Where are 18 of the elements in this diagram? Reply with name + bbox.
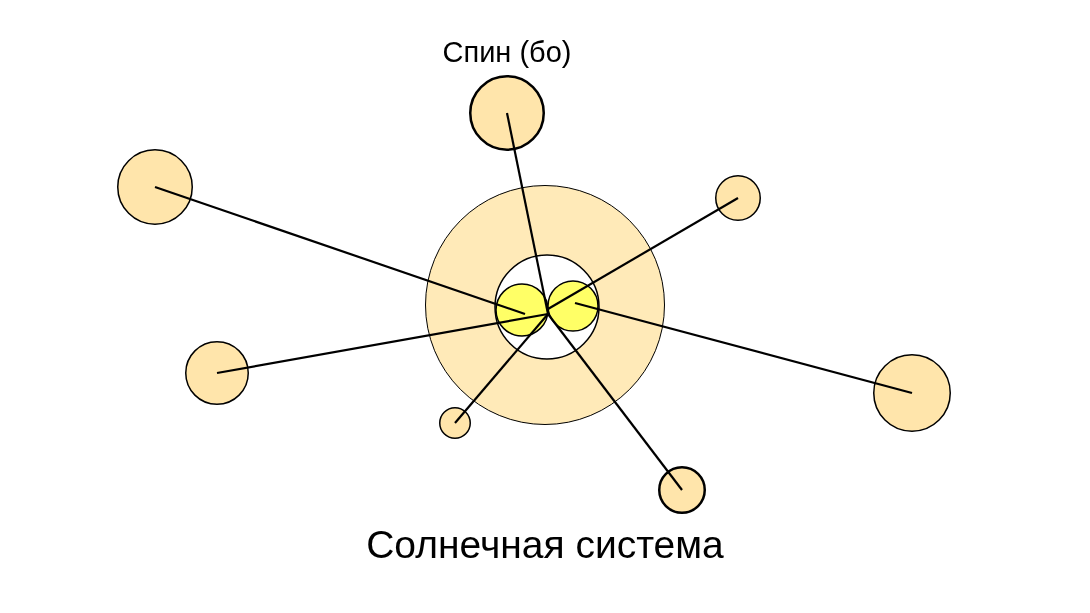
planet-circle [439,407,471,439]
connector-line [154,185,526,316]
connector-line [505,112,550,315]
planet-circle [117,149,193,225]
sun-circle [547,280,599,332]
planet-label: Спин (бо) [442,36,572,69]
connector-line [454,313,549,424]
planet-circle [185,341,249,405]
connector-line [216,312,549,375]
connector-line [547,197,739,310]
planet-circle [658,466,706,514]
planet-circle [715,175,761,221]
planet-circle [873,354,951,432]
sun-circle [495,283,549,337]
connector-line [574,301,913,395]
orbit-ring [425,185,665,425]
caption: Солнечная система [365,523,725,567]
connector-line [547,313,683,491]
